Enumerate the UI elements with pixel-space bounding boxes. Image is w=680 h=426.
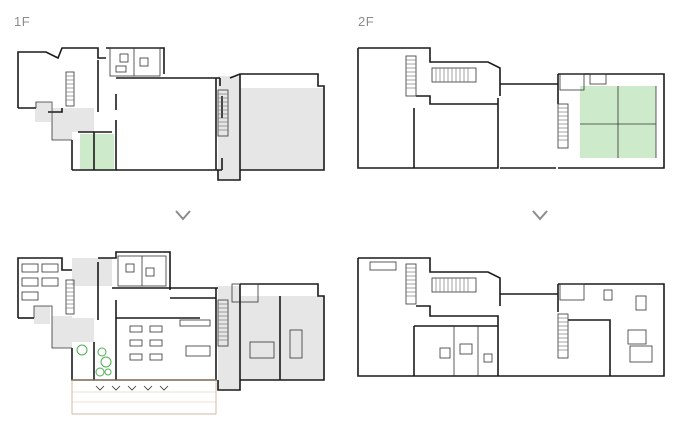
plants bbox=[76, 344, 112, 377]
plan-2f-before bbox=[357, 47, 665, 169]
floor-label-1f: 1F bbox=[14, 14, 31, 29]
deck-chairs bbox=[95, 385, 169, 391]
arrow-down-2f-icon bbox=[532, 210, 548, 221]
plan-2f-after bbox=[357, 257, 665, 377]
arrow-down-1f-icon bbox=[175, 210, 191, 221]
tables-left bbox=[21, 263, 59, 301]
green-area-1f-before bbox=[80, 134, 114, 170]
deck bbox=[71, 379, 217, 415]
plan-1f-after bbox=[17, 251, 325, 415]
plan-1f-before bbox=[17, 47, 325, 181]
floor-label-2f: 2F bbox=[358, 14, 375, 29]
dining-tables bbox=[129, 319, 211, 361]
